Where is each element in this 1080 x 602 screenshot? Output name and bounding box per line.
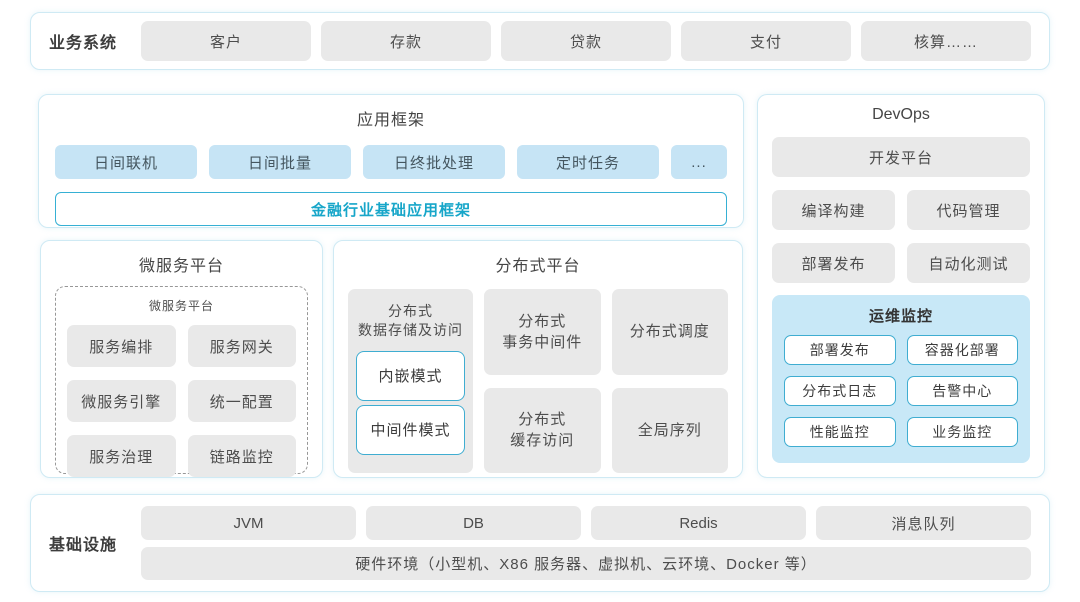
embedded-mode-box: 内嵌模式: [356, 350, 465, 401]
ms-trace-monitoring: 链路监控: [187, 435, 296, 477]
business-systems-label: 业务系统: [49, 35, 118, 52]
microservice-panel: 微服务平台 微服务平台 服务编排 服务网关 微服务引擎 统一配置 服务治理 链路…: [40, 240, 323, 478]
infrastructure-items: JVM DB Redis 消息队列: [141, 506, 1031, 540]
app-framework-title: 应用框架: [356, 112, 425, 129]
module-daytime-batch: 日间批量: [209, 145, 351, 179]
mon-performance: 性能监控: [784, 417, 896, 447]
middleware-mode-box: 中间件模式: [356, 404, 465, 455]
infra-db: DB: [366, 506, 581, 540]
ms-unified-config: 统一配置: [187, 380, 296, 422]
module-daytime-online: 日间联机: [55, 145, 197, 179]
mon-container-deploy: 容器化部署: [906, 335, 1018, 365]
distributed-panel: 分布式平台 分布式 数据存储及访问 内嵌模式 中间件模式 分布式 事务中间件 分…: [333, 240, 743, 478]
app-framework-modules: 日间联机 日间批量 日终批处理 定时任务 ...: [55, 145, 727, 179]
mon-distributed-log: 分布式日志: [784, 376, 896, 406]
ops-monitoring-panel: 运维监控 部署发布 容器化部署 分布式日志 告警中心 性能监控 业务监控: [772, 295, 1030, 463]
distributed-transaction-box: 分布式 事务中间件: [484, 289, 601, 375]
infra-redis: Redis: [591, 506, 806, 540]
mon-business: 业务监控: [906, 417, 1018, 447]
module-eod-batch: 日终批处理: [363, 145, 505, 179]
app-framework-panel: 应用框架 日间联机 日间批量 日终批处理 定时任务 ... 金融行业基础应用框架: [38, 94, 744, 228]
ops-monitoring-title: 运维监控: [868, 308, 933, 325]
deploy-release-box: 部署发布: [772, 243, 895, 283]
devops-title: DevOps: [872, 106, 930, 123]
ms-microservice-engine: 微服务引擎: [67, 380, 176, 422]
business-item-loan: 贷款: [501, 21, 671, 61]
microservice-title: 微服务平台: [138, 258, 224, 275]
infrastructure-panel: 基础设施 JVM DB Redis 消息队列 硬件环境（小型机、X86 服务器、…: [30, 494, 1050, 592]
build-compile-box: 编译构建: [772, 190, 895, 230]
microservice-grid: 服务编排 服务网关 微服务引擎 统一配置 服务治理 链路监控: [67, 325, 296, 477]
distributed-body: 分布式 数据存储及访问 内嵌模式 中间件模式 分布式 事务中间件 分布式 缓存访…: [348, 289, 728, 473]
ops-monitoring-grid: 部署发布 容器化部署 分布式日志 告警中心 性能监控 业务监控: [784, 335, 1018, 447]
microservice-dashed-box: 微服务平台 服务编排 服务网关 微服务引擎 统一配置 服务治理 链路监控: [55, 286, 308, 477]
devops-panel: DevOps 开发平台 编译构建 代码管理 部署发布 自动化测试 运维监控 部署…: [757, 94, 1045, 478]
business-item-accounting: 核算……: [861, 21, 1031, 61]
microservice-inner-title: 微服务平台: [148, 299, 214, 313]
mon-alert-center: 告警中心: [906, 376, 1018, 406]
module-scheduled-task: 定时任务: [517, 145, 659, 179]
ms-service-gateway: 服务网关: [187, 325, 296, 367]
business-item-deposit: 存款: [321, 21, 491, 61]
distributed-storage-label: 分布式 数据存储及访问: [358, 303, 463, 338]
distributed-middle-column: 分布式 事务中间件 分布式 缓存访问: [484, 289, 601, 473]
automated-testing-box: 自动化测试: [907, 243, 1030, 283]
business-systems-panel: 业务系统 客户 存款 贷款 支付 核算……: [30, 12, 1050, 70]
distributed-storage-box: 分布式 数据存储及访问 内嵌模式 中间件模式: [348, 289, 473, 473]
infra-message-queue: 消息队列: [816, 506, 1031, 540]
distributed-cache-box: 分布式 缓存访问: [484, 387, 601, 473]
module-ellipsis: ...: [671, 145, 727, 179]
mon-deploy-release: 部署发布: [784, 335, 896, 365]
distributed-title: 分布式平台: [495, 258, 581, 275]
business-systems-items: 客户 存款 贷款 支付 核算……: [141, 21, 1031, 61]
finance-base-framework: 金融行业基础应用框架: [55, 192, 727, 226]
code-management-box: 代码管理: [907, 190, 1030, 230]
devops-grid: 编译构建 代码管理 部署发布 自动化测试: [772, 190, 1030, 283]
distributed-scheduling-box: 分布式调度: [611, 289, 728, 375]
infrastructure-label: 基础设施: [49, 537, 118, 554]
business-item-payment: 支付: [681, 21, 851, 61]
global-sequence-box: 全局序列: [611, 387, 728, 473]
dev-platform-box: 开发平台: [772, 137, 1030, 177]
distributed-right-column: 分布式调度 全局序列: [611, 289, 728, 473]
ms-service-governance: 服务治理: [67, 435, 176, 477]
ms-service-orchestration: 服务编排: [67, 325, 176, 367]
infrastructure-content: JVM DB Redis 消息队列 硬件环境（小型机、X86 服务器、虚拟机、云…: [141, 506, 1031, 580]
infra-jvm: JVM: [141, 506, 356, 540]
business-item-customer: 客户: [141, 21, 311, 61]
hardware-environment-bar: 硬件环境（小型机、X86 服务器、虚拟机、云环境、Docker 等）: [141, 547, 1031, 580]
